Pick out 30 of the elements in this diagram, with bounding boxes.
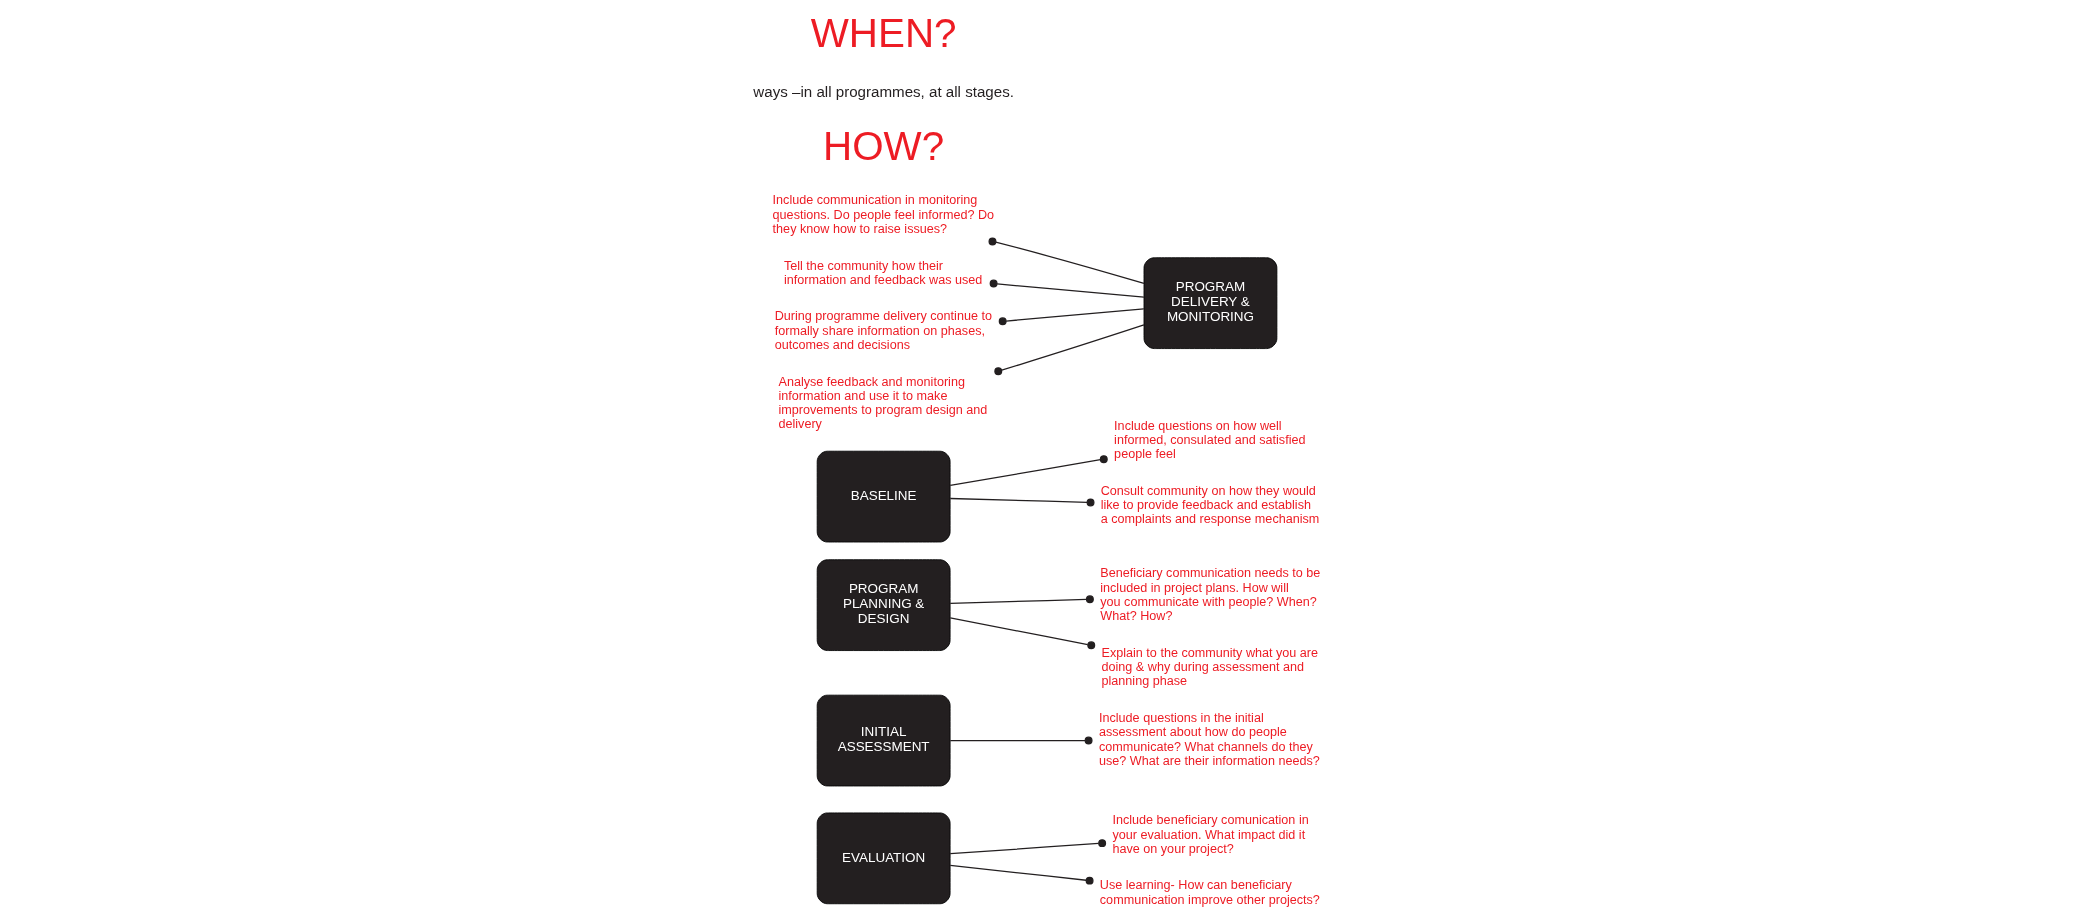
label: ways –in all programmes, at all stages. bbox=[752, 83, 1014, 101]
label: HOW? bbox=[822, 123, 944, 170]
node-box: BASELINE bbox=[816, 450, 950, 543]
node-text: Use learning- How can beneficiary communication improve other projects? bbox=[1099, 878, 1320, 907]
connector bbox=[998, 308, 1144, 326]
node-text: Include questions on how well informed, consulated and satisfied people feel bbox=[1113, 418, 1305, 462]
connector bbox=[949, 864, 1094, 885]
node-text: Beneficiary communication needs to be included in project plans. How will you communicate with people? When? What? How? bbox=[1099, 566, 1320, 624]
connector bbox=[988, 237, 1145, 285]
connector bbox=[949, 617, 1095, 650]
node-text: Tell the community how their information and feedback was used bbox=[783, 258, 982, 287]
node-text: Include questions in the initial assessment about how do people communicate? What channels do they use? What are their information needs? bbox=[1098, 711, 1320, 768]
connector bbox=[949, 736, 1093, 745]
connector bbox=[949, 455, 1108, 486]
label: WHEN? bbox=[810, 10, 957, 57]
connector bbox=[949, 839, 1106, 855]
connector bbox=[949, 497, 1095, 507]
connector bbox=[989, 279, 1145, 298]
node-text: Include beneficiary comunication in your evaluation. What impact did it have on your project? bbox=[1111, 813, 1309, 856]
node-text: Consult community on how they would like to provide feedback and establish a complaints and response mechanism bbox=[1100, 483, 1319, 527]
node-box: INITIAL ASSESSMENT bbox=[816, 694, 950, 787]
node-text: Include communication in monitoring questions. Do people feel informed? Do they know how to raise issues? bbox=[772, 193, 994, 236]
node-box: EVALUATION bbox=[816, 812, 950, 905]
node-box: PROGRAM PLANNING & DESIGN bbox=[816, 559, 950, 651]
node-text: Explain to the community what you are doing & why during assessment and planning phase bbox=[1101, 645, 1318, 689]
node-text: During programme delivery continue to formally share information on phases, outcomes and decisions bbox=[774, 309, 992, 352]
node-box: PROGRAM DELIVERY & MONITORING bbox=[1143, 257, 1277, 349]
connector bbox=[993, 324, 1145, 376]
connector bbox=[949, 595, 1094, 604]
node-text: Analyse feedback and monitoring information and use it to make improvements to program design and delivery bbox=[777, 374, 987, 432]
